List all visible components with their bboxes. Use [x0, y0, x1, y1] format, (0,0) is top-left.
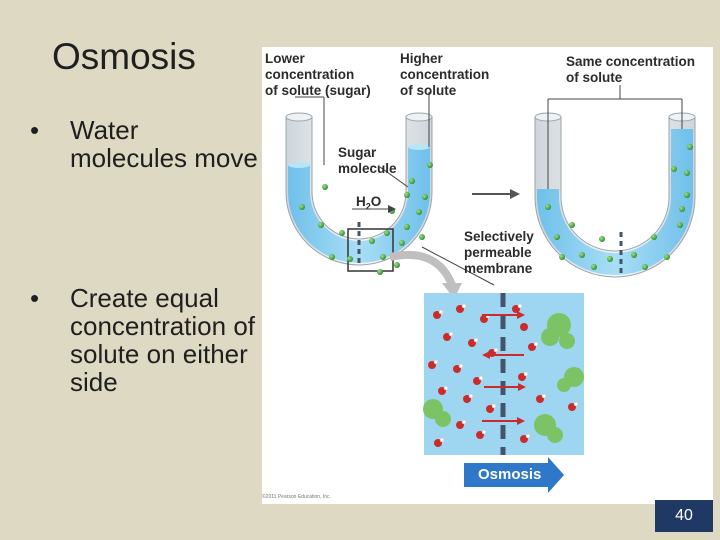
slide-title: Osmosis [52, 36, 196, 78]
u-tube-after [535, 85, 695, 277]
label-higher-concentration: Higher concentration of solute [400, 51, 489, 99]
slide-number: 40 [655, 500, 713, 532]
bullet-2: • Create equal concentration of solute o… [30, 284, 260, 396]
bullet-marker: • [30, 284, 39, 312]
label-sugar-molecule: Sugar molecule [338, 145, 397, 177]
membrane-closeup [423, 293, 584, 455]
bullet-1: • Water molecules move [30, 116, 260, 172]
osmosis-figure: Lower concentration of solute (sugar) Hi… [262, 47, 713, 504]
copyright-notice: ©2011 Pearson Education, Inc. [262, 494, 331, 500]
osmosis-label: Osmosis [478, 466, 541, 483]
bullet-text: Water molecules move [70, 116, 260, 172]
bullet-marker: • [30, 116, 39, 144]
bullet-text: Create equal concentration of solute on … [70, 284, 260, 396]
label-same-concentration: Same concentration of solute [566, 54, 695, 86]
label-lower-concentration: Lower concentration of solute (sugar) [265, 51, 371, 99]
label-membrane: Selectively permeable membrane [464, 229, 534, 277]
u-tube-before [286, 92, 433, 275]
label-h2o: H2O [356, 194, 381, 215]
